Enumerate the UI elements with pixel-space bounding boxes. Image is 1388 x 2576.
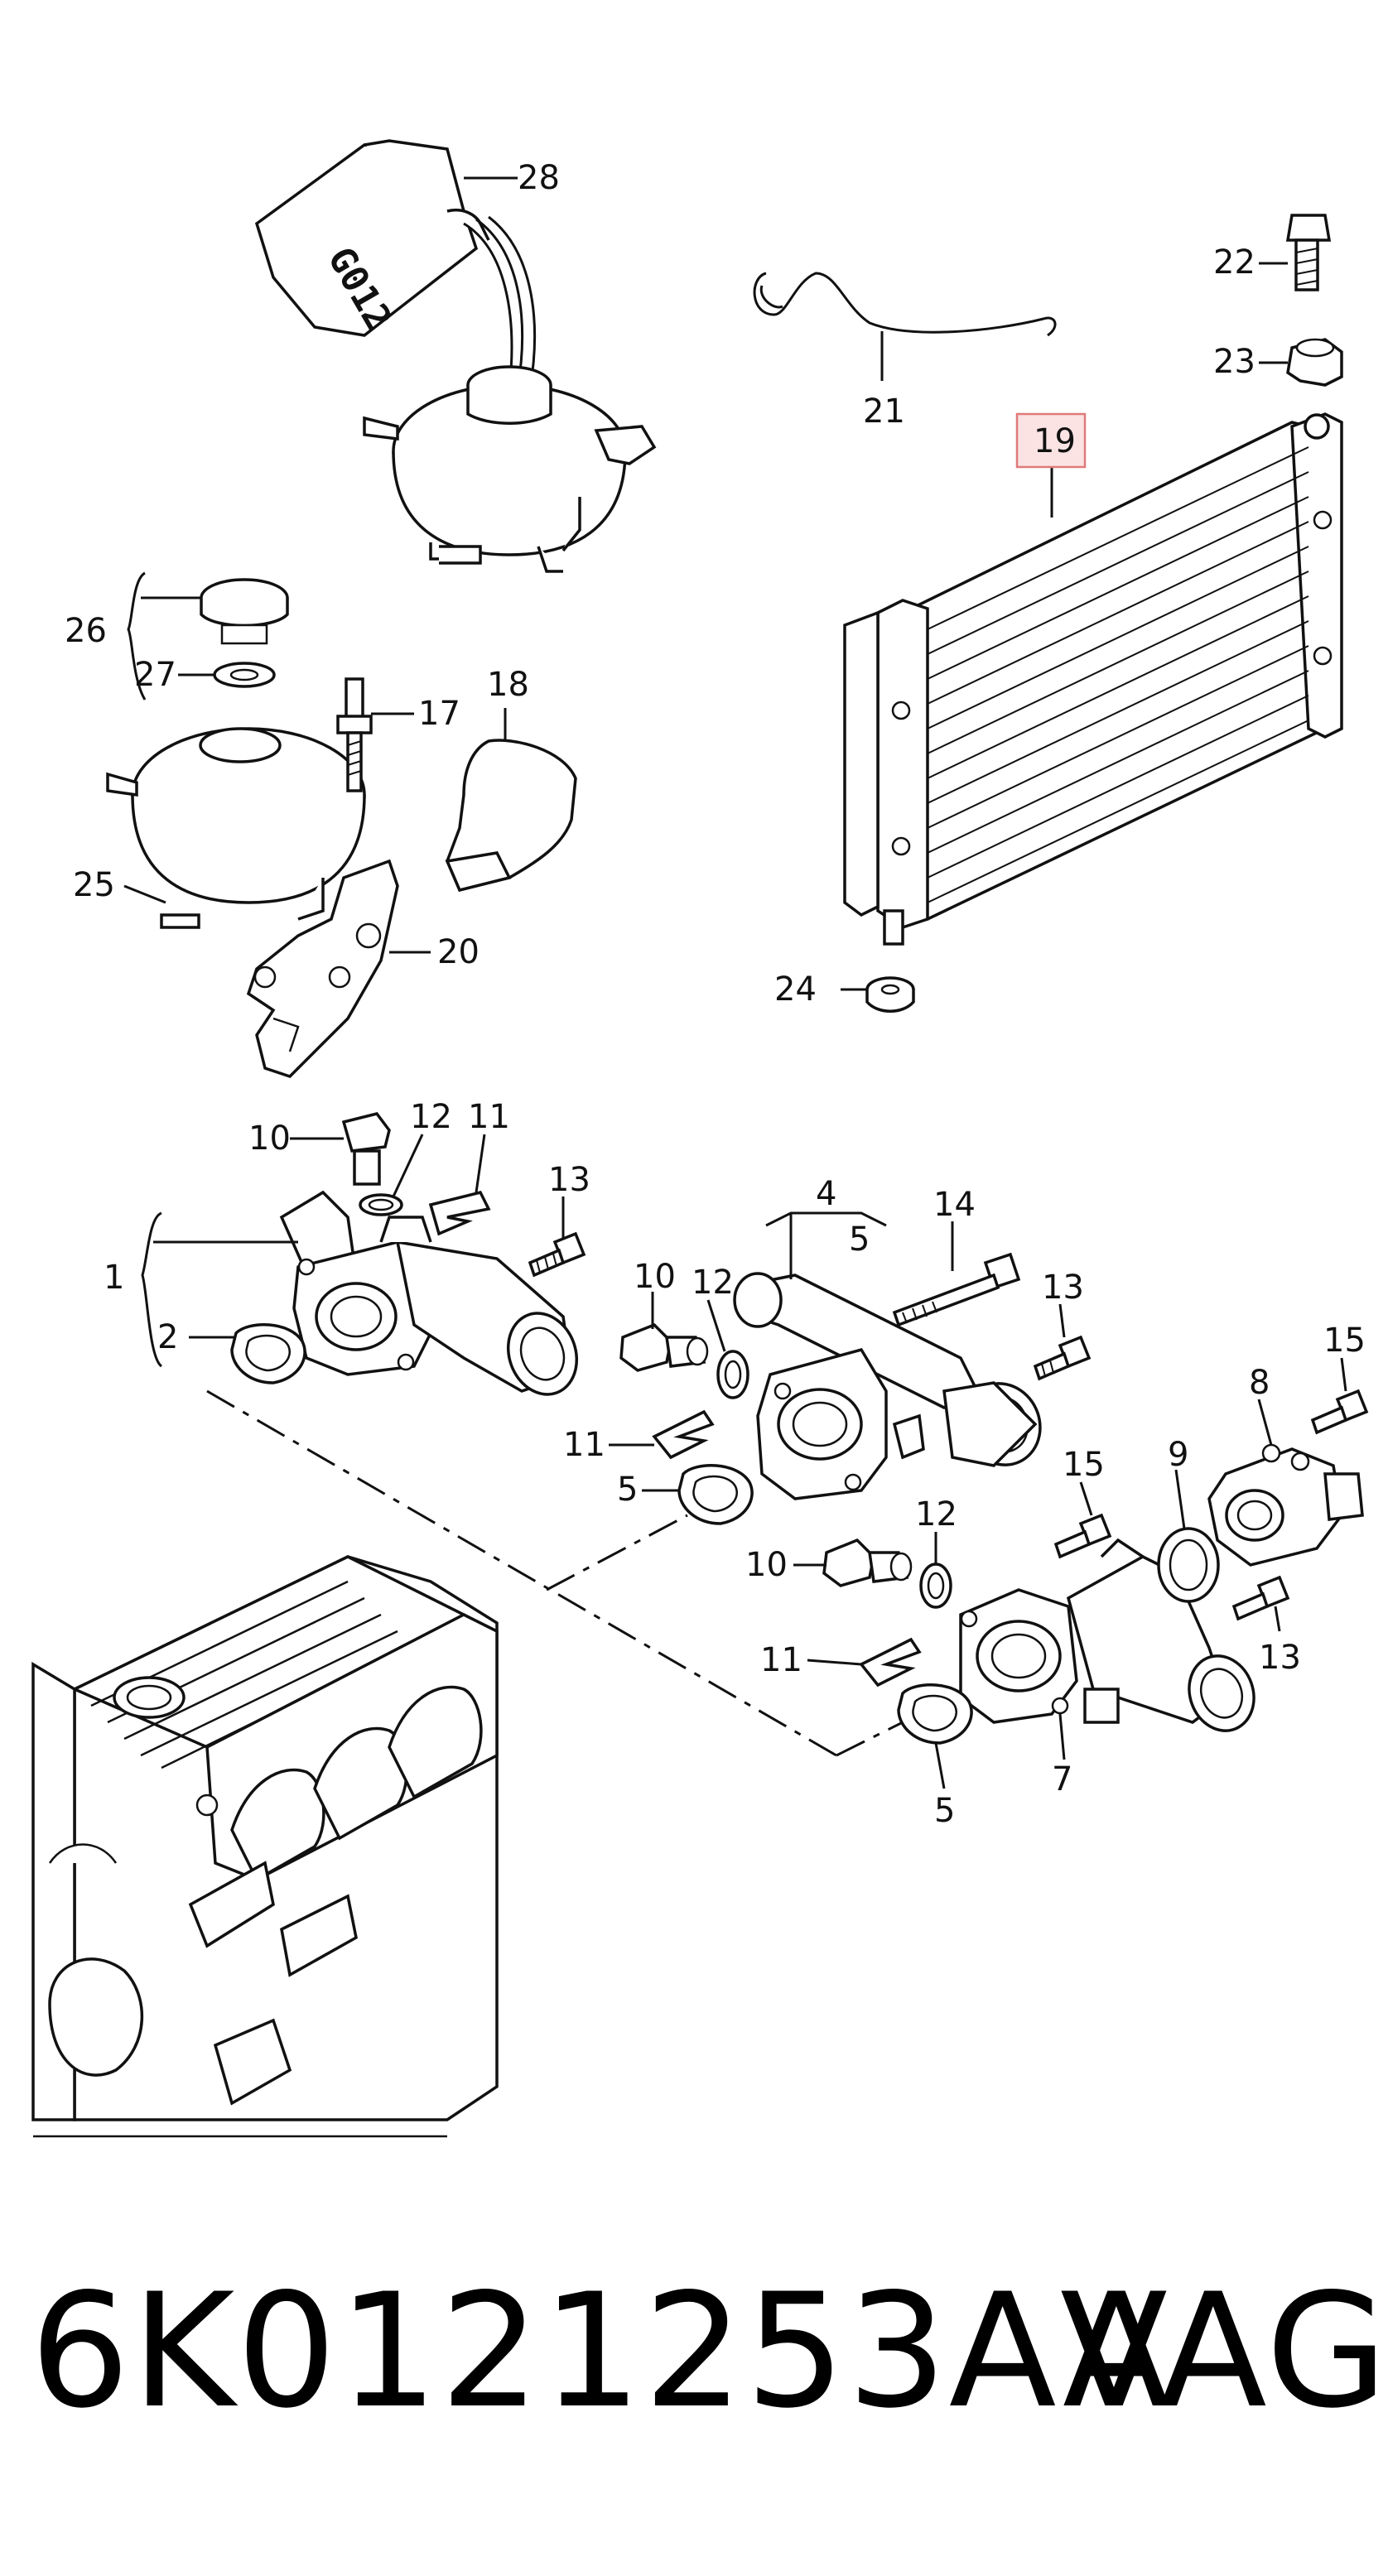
clip-part-11a [428, 1190, 491, 1236]
bracket-part-20 [246, 859, 399, 1079]
callout-7: 7 [1052, 1760, 1072, 1798]
expansion-tank-upper [363, 365, 657, 573]
radiator-core-fins [927, 446, 1309, 903]
o-ring-part-12b [716, 1350, 749, 1399]
callout-26: 26 [65, 612, 107, 650]
alignment-lines [206, 1389, 904, 1757]
callout-19: 19 [1034, 422, 1076, 460]
clip-part-11c [859, 1637, 922, 1688]
expansion-tank-part-25 [106, 727, 366, 929]
callout-13b: 13 [1042, 1269, 1084, 1307]
callout-12b: 12 [692, 1264, 734, 1302]
gasket-part-5a [677, 1464, 754, 1525]
callout-5a: 5 [849, 1221, 870, 1259]
callout-11b: 11 [563, 1426, 605, 1464]
callout-5b: 5 [617, 1471, 638, 1509]
callout-11a: 11 [468, 1098, 510, 1136]
callout-5c: 5 [934, 1792, 955, 1830]
callout-21: 21 [863, 392, 905, 431]
bolt-part-15b [1053, 1513, 1112, 1559]
o-ring-part-12a [359, 1193, 403, 1216]
bolt-part-22 [1285, 214, 1332, 291]
sensor-part-10c [822, 1538, 913, 1587]
callout-22: 22 [1213, 243, 1255, 282]
callout-12c: 12 [915, 1495, 957, 1534]
callout-10a: 10 [248, 1119, 291, 1158]
part-number-text: 6K0121253AA [30, 2260, 1172, 2443]
callout-12a: 12 [410, 1098, 452, 1136]
callout-13c: 13 [1259, 1639, 1301, 1677]
callout-28: 28 [518, 159, 560, 197]
coolant-canister-part-28: G012 [254, 139, 537, 390]
callout-10b: 10 [634, 1258, 676, 1296]
callout-14: 14 [933, 1186, 976, 1224]
callout-18: 18 [487, 666, 529, 704]
highlight-box-19 [1015, 412, 1087, 469]
o-ring-part-9 [1157, 1527, 1220, 1603]
callout-27: 27 [134, 656, 176, 694]
callout-9: 9 [1168, 1436, 1188, 1474]
rubber-bush-part-23 [1286, 338, 1343, 387]
clip-part-11b [652, 1409, 715, 1460]
coolant-flange-part-7 [959, 1538, 1255, 1732]
callout-11c: 11 [760, 1641, 802, 1679]
coolant-pipe-part-4 [733, 1272, 1042, 1500]
callout-20: 20 [437, 933, 480, 971]
radiator-part-19 [843, 412, 1343, 946]
long-bolt-part-14 [892, 1252, 1021, 1327]
bolt-part-15a [1310, 1389, 1369, 1435]
tank-cap-part-26 [200, 578, 289, 645]
rubber-bush-part-24 [865, 976, 915, 1013]
leader-lines [123, 176, 1347, 1789]
callout-15b: 15 [1063, 1446, 1105, 1484]
sensor-part-10b [619, 1322, 709, 1372]
gasket-part-2 [230, 1323, 306, 1384]
gasket-part-5b [897, 1683, 973, 1745]
callout-15a: 15 [1323, 1322, 1366, 1360]
callout-25: 25 [73, 866, 115, 904]
coolant-flange-part-1 [279, 1190, 579, 1396]
callout-4: 4 [816, 1175, 836, 1213]
brand-text: VAG [1060, 2260, 1388, 2443]
bolt-part-13a [528, 1231, 586, 1278]
callout-1: 1 [104, 1259, 124, 1297]
bolt-part-13b [1033, 1335, 1092, 1381]
callout-labels: 28 21 22 23 19 24 26 27 17 18 25 20 10 1… [65, 159, 1366, 1830]
callout-13a: 13 [548, 1161, 590, 1199]
retaining-wire-part-21 [753, 272, 1057, 337]
stud-bolt-part-17 [336, 677, 373, 792]
callout-17: 17 [418, 695, 460, 733]
callout-8: 8 [1249, 1364, 1270, 1402]
callout-24: 24 [774, 970, 817, 1009]
callout-10c: 10 [745, 1546, 788, 1584]
hose-part-18 [445, 739, 577, 893]
sensor-part-10a [341, 1112, 391, 1186]
engine-block [31, 1555, 499, 2138]
callout-23: 23 [1213, 343, 1255, 381]
callout-2: 2 [157, 1318, 178, 1356]
o-ring-part-12c [919, 1562, 952, 1609]
bolt-part-13c [1231, 1575, 1290, 1621]
connector-part-8 [1207, 1443, 1364, 1567]
seal-part-27 [213, 662, 276, 688]
